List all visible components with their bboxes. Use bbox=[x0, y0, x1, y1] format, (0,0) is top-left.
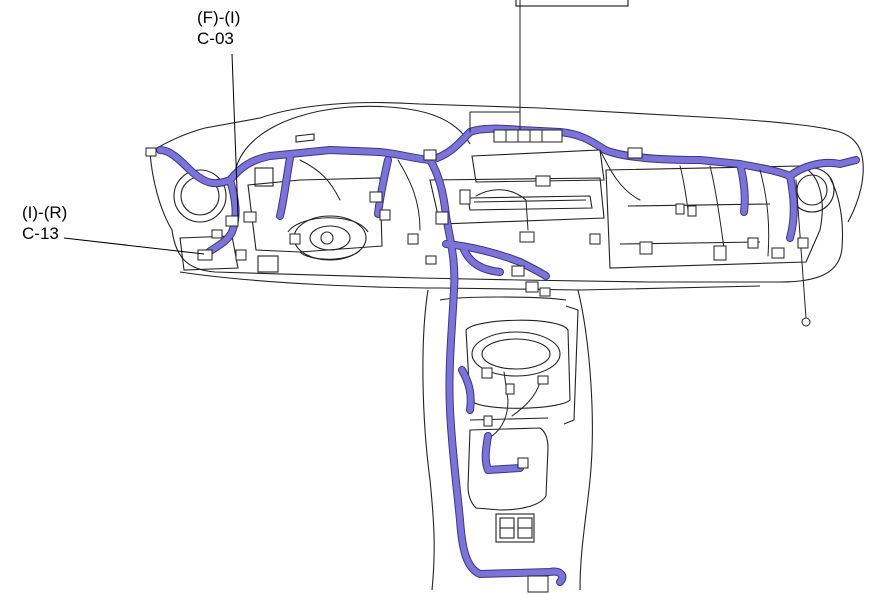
top-recess bbox=[471, 149, 605, 183]
connector bbox=[771, 247, 785, 259]
dash-lower-edge bbox=[171, 177, 843, 283]
dash-right-end bbox=[847, 155, 864, 223]
callout-leaders bbox=[63, 0, 629, 255]
center-console-outline bbox=[422, 289, 593, 591]
connector bbox=[435, 211, 449, 225]
callout-c03-label: (F)-(I) C-03 bbox=[197, 7, 240, 49]
connector bbox=[425, 255, 437, 265]
ground-terminal bbox=[801, 317, 811, 327]
connector bbox=[537, 375, 549, 385]
connector bbox=[379, 209, 391, 221]
callout-c03-connector: C-03 bbox=[197, 29, 234, 48]
shifter-surround bbox=[465, 319, 571, 409]
callout-c03-leader bbox=[231, 53, 239, 217]
connector bbox=[539, 287, 551, 297]
connector bbox=[197, 249, 213, 261]
wire-harness bbox=[156, 0, 860, 586]
console-side-trim bbox=[563, 305, 579, 425]
console-box bbox=[467, 427, 549, 511]
connector bbox=[459, 189, 471, 205]
dash-left-end bbox=[149, 151, 173, 231]
connector bbox=[225, 215, 239, 227]
center-vent-slot bbox=[467, 195, 593, 211]
callout-c13-leader bbox=[63, 237, 205, 255]
console-left-wall bbox=[422, 289, 435, 591]
callout-c13-label: (I)-(R) C-13 bbox=[22, 202, 67, 244]
callout-c13-route: (I)-(R) bbox=[22, 203, 68, 222]
connector bbox=[639, 241, 653, 255]
connector bbox=[289, 233, 301, 245]
connector bbox=[517, 457, 529, 469]
console-right-wall bbox=[577, 289, 593, 591]
connector bbox=[713, 245, 727, 261]
connector bbox=[235, 249, 247, 261]
connector bbox=[243, 211, 257, 223]
cluster-hood bbox=[235, 105, 471, 169]
connector bbox=[369, 191, 383, 203]
dash-top-edge bbox=[149, 101, 863, 157]
left-vent bbox=[173, 169, 227, 223]
connector bbox=[797, 237, 809, 249]
cluster-meter-left bbox=[254, 167, 274, 187]
connector bbox=[145, 147, 157, 157]
connector bbox=[687, 205, 697, 217]
connector bbox=[527, 575, 549, 593]
callout-c03-route: (F)-(I) bbox=[197, 8, 241, 27]
console-divider bbox=[469, 417, 549, 421]
connector bbox=[505, 383, 515, 395]
cupholder bbox=[471, 331, 561, 377]
connectors bbox=[145, 129, 811, 593]
connector bbox=[525, 281, 539, 293]
connector bbox=[511, 265, 525, 277]
connector bbox=[483, 415, 493, 427]
window-switch-panel bbox=[495, 513, 535, 543]
callout-top-leader bbox=[515, 0, 629, 7]
connector bbox=[675, 203, 685, 215]
connector bbox=[747, 237, 759, 249]
connector bbox=[519, 231, 535, 243]
connector bbox=[407, 233, 419, 245]
cluster-housing bbox=[247, 177, 383, 253]
connector bbox=[493, 129, 563, 143]
dash-skirt bbox=[179, 271, 761, 291]
connector bbox=[423, 149, 437, 161]
connector bbox=[589, 233, 601, 245]
connector bbox=[627, 147, 643, 159]
connector bbox=[481, 367, 493, 379]
callout-c13-connector: C-13 bbox=[22, 224, 59, 243]
connector bbox=[211, 229, 223, 239]
connector bbox=[535, 175, 551, 187]
cluster-switch bbox=[257, 255, 279, 273]
dashboard-outline bbox=[149, 101, 864, 291]
